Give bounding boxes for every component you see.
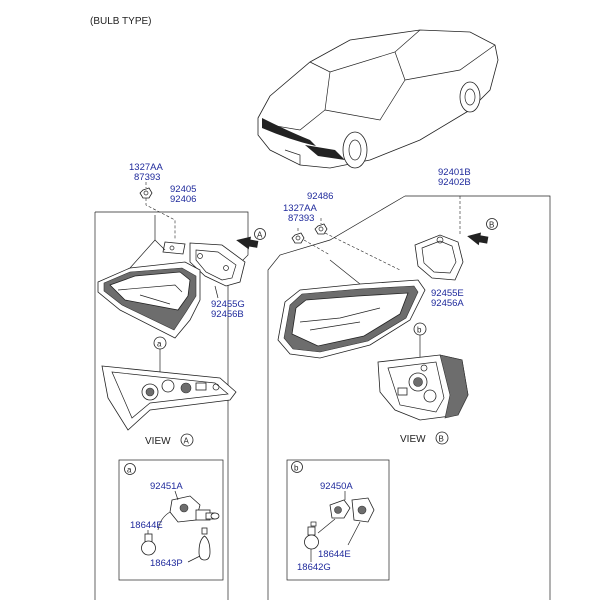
right-panel: B [139,182,551,600]
inner-lamp-assembly [97,261,201,339]
detail-b-letter: b [417,326,422,335]
label-18643p: 18643P [150,558,183,569]
detail-a-callout: a [153,336,167,382]
label-1327aa-left: 1327AA [129,162,163,173]
bulb-small [205,512,220,520]
label-87393-right: 87393 [288,213,314,224]
detail-box-a: a [118,459,224,581]
label-87393-left: 87393 [134,172,160,183]
label-18642g: 18642G [297,562,331,573]
bolt-icon-92486 [314,223,328,235]
label-92486: 92486 [307,191,333,202]
detail-box-b: b [286,459,390,581]
box-a-letter: a [127,466,132,475]
label-92451a: 92451A [150,481,183,492]
arrow-view-a: A [236,228,266,250]
label-92405: 92405 [170,184,196,195]
arrow-a-letter: A [257,231,263,240]
gasket-92455g [189,242,246,287]
bulb-18642g [310,521,317,527]
bulb-18644e-b [304,526,319,550]
view-b-letter: B [439,435,444,444]
outer-lamp-assembly [277,279,426,359]
view-a-caption: VIEW [145,436,171,447]
inner-lamp-rear-view [101,365,237,431]
clip-part [162,241,186,255]
left-panel: A a [94,211,266,600]
label-1327aa-right: 1327AA [283,203,317,214]
bulb-18643p [198,527,211,561]
view-b-caption: VIEW [400,434,426,445]
nut-icon-left [139,187,153,199]
box-b-letter: b [294,464,299,473]
car-illustration [257,29,499,169]
label-92455g: 92455G [211,299,245,310]
outer-lamp-rear-view [377,354,469,421]
label-18644e-a: 18644E [130,520,163,531]
gasket-92455e [414,234,464,281]
diagram-title: (BULB TYPE) [90,16,152,27]
label-92456b: 92456B [211,309,244,320]
arrow-view-b: B [467,218,498,246]
label-92402b: 92402B [438,177,471,188]
arrow-b-letter: B [489,221,494,230]
detail-a-letter: a [157,340,162,349]
label-92450a: 92450A [320,481,353,492]
label-92456a: 92456A [431,298,464,309]
part-labels: 1327AA 87393 92405 92406 92486 1327AA 87… [129,162,471,573]
socket-92450a [329,497,375,523]
view-a-letter: A [184,437,190,446]
label-92406: 92406 [170,194,196,205]
label-92401b: 92401B [438,167,471,178]
label-18644e-b: 18644E [318,549,351,560]
nut-icon-right [291,232,305,244]
bulb-18644e [141,533,156,556]
label-92455e: 92455E [431,288,464,299]
